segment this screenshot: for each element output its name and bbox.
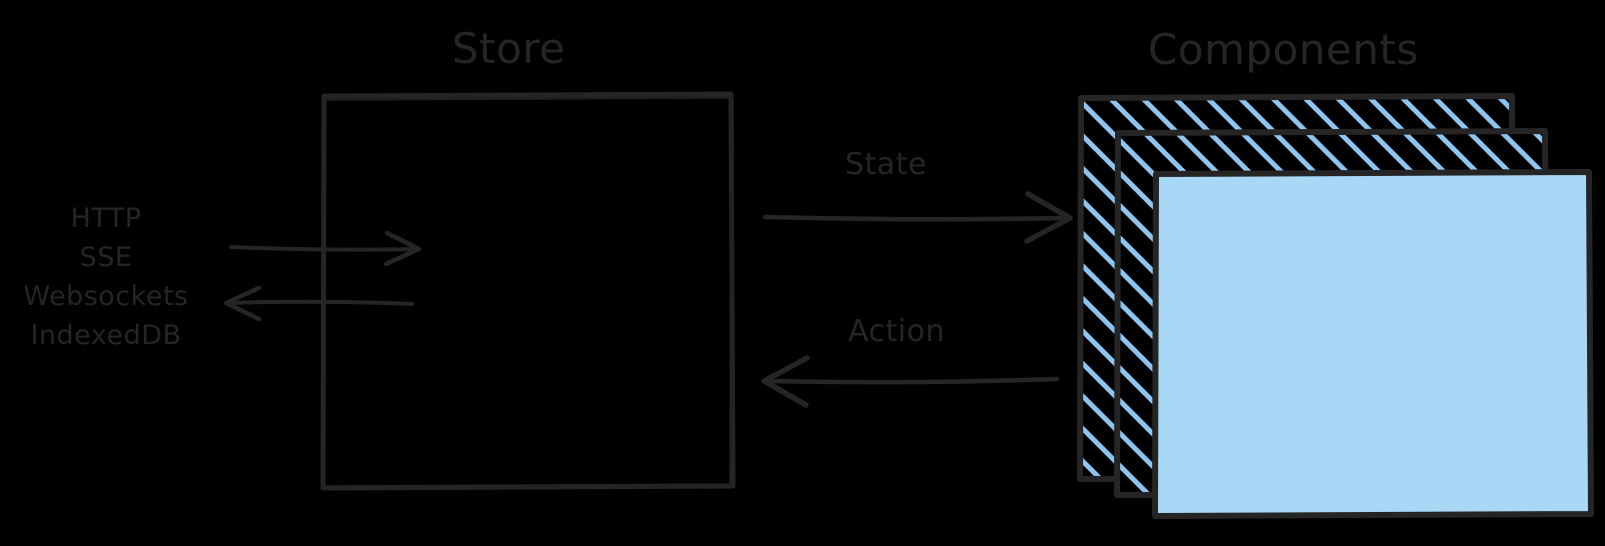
arrow-sources-to-store xyxy=(229,230,422,267)
component-layer-front xyxy=(1152,169,1594,519)
arrow-store-to-sources xyxy=(223,285,414,322)
arrow-action xyxy=(761,355,1060,408)
io-sources-list: HTTP SSE Websockets IndexedDB xyxy=(0,205,212,361)
edge-label-state: State xyxy=(845,147,927,182)
arrow-state xyxy=(762,191,1073,244)
io-source-label-sse: SSE xyxy=(79,242,133,273)
io-source-label-indexeddb: IndexedDB xyxy=(30,320,182,351)
io-source-label-http: HTTP xyxy=(70,203,142,234)
io-source-label-websockets: Websockets xyxy=(23,281,189,312)
store-title: Store xyxy=(452,24,566,73)
edge-label-action: Action xyxy=(848,314,945,349)
components-title: Components xyxy=(1148,25,1419,74)
store-box xyxy=(320,91,736,491)
